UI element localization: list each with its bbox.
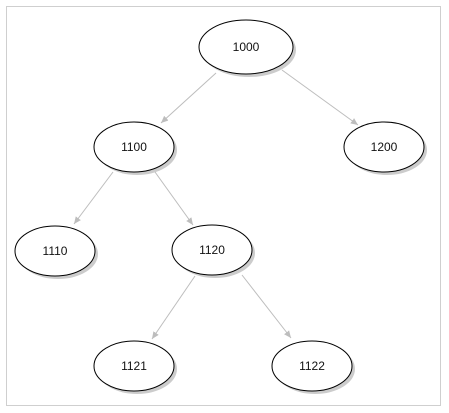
tree-node: 1200 (343, 121, 427, 175)
edge-1120-1121 (151, 275, 196, 340)
node-label-1200: 1200 (371, 140, 398, 154)
edges (73, 69, 359, 340)
node-label-1122: 1122 (299, 359, 325, 373)
node-label-1100: 1100 (121, 140, 147, 154)
tree-node: 1121 (93, 340, 177, 394)
node-label-1120: 1120 (199, 243, 225, 257)
node-ellipse (198, 19, 294, 75)
tree-node: 1110 (14, 225, 98, 279)
tree-node: 1100 (93, 121, 177, 175)
node-label-1000: 1000 (233, 40, 260, 54)
node-ellipse (271, 340, 353, 392)
tree-node: 1000 (198, 19, 296, 77)
node-ellipse (93, 340, 175, 392)
edge-1120-1122 (241, 274, 292, 339)
node-ellipse (14, 225, 96, 277)
edge-1000-1200 (281, 69, 359, 126)
node-ellipse (93, 121, 175, 173)
edge-1000-1100 (160, 72, 217, 124)
tree-node: 1122 (271, 340, 355, 394)
tree-node: 1120 (171, 224, 255, 278)
edge-1100-1110 (73, 171, 114, 225)
nodes: 1000 1100 1200 1110 1120 1121 (14, 19, 427, 394)
node-ellipse (343, 121, 425, 173)
node-label-1121: 1121 (121, 359, 147, 373)
node-ellipse (171, 224, 253, 276)
edge-1100-1120 (154, 171, 194, 226)
node-label-1110: 1110 (43, 244, 68, 258)
